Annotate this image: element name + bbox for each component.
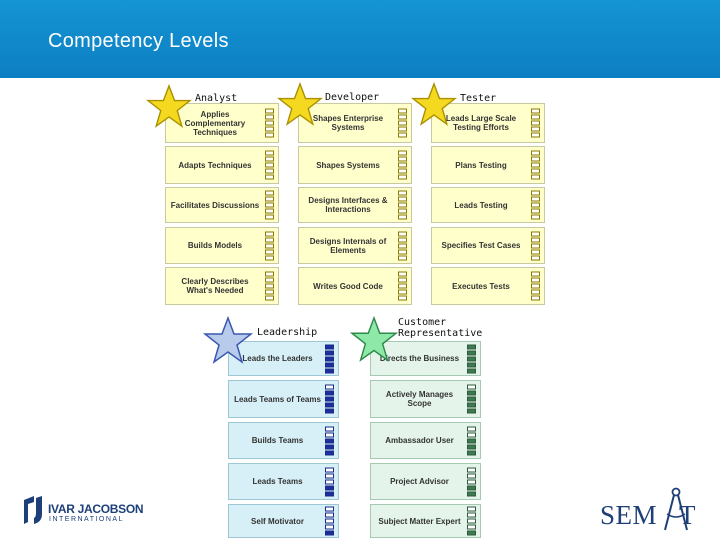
card-label: Builds Teams: [251, 436, 304, 445]
level-scale: [467, 384, 476, 414]
card-customer-rep-level-3: Ambassador User: [370, 422, 481, 459]
card-label: Leads Large Scale Testing Efforts: [445, 114, 517, 132]
card-label: Ambassador User: [385, 436, 454, 445]
star-icon-tester: [411, 82, 457, 126]
card-label: Clearly Describes What's Needed: [181, 277, 249, 295]
card-label: Project Advisor: [390, 477, 449, 486]
level-scale: [325, 467, 334, 496]
card-label: Writes Good Code: [313, 281, 383, 291]
card-label: Facilitates Discussions: [170, 200, 260, 210]
column-header-tester: Tester: [460, 93, 497, 104]
card-analyst-level-2: Builds Models: [165, 227, 279, 264]
card-label: Designs Interfaces & Interactions: [308, 196, 388, 214]
card-leadership-level-4: Leads Teams of Teams: [228, 380, 339, 418]
card-developer-level-2: Designs Internals of Elements: [298, 227, 412, 264]
level-scale: [467, 426, 476, 455]
card-developer-level-3: Designs Interfaces & Interactions: [298, 187, 412, 223]
card-label: Leads Teams of Teams: [234, 394, 321, 404]
level-scale: [265, 150, 274, 180]
column-header-developer: Developer: [325, 92, 380, 103]
card-customer-rep-level-5: Directs the Business: [370, 341, 481, 376]
card-label: Leads the Leaders: [242, 354, 313, 363]
card-tester-level-2: Specifies Test Cases: [431, 227, 545, 264]
card-analyst-level-4: Adapts Techniques: [165, 146, 279, 184]
level-scale: [398, 271, 407, 301]
card-label: Actively Manages Scope: [385, 390, 454, 408]
card-label: Designs Internals of Elements: [309, 236, 387, 255]
level-scale: [398, 231, 407, 260]
card-developer-level-4: Shapes Systems: [298, 146, 412, 184]
level-scale: [531, 150, 540, 180]
slide-header: Competency Levels: [0, 0, 720, 78]
column-header-customer-representative: Customer Representative: [398, 317, 483, 339]
level-scale: [265, 108, 274, 138]
logo-subtitle: INTERNATIONAL: [49, 516, 124, 523]
logo-name: IVAR JACOBSON: [48, 502, 144, 516]
card-tester-level-4: Plans Testing: [431, 146, 545, 184]
level-scale: [325, 344, 334, 373]
slide-title: Competency Levels: [48, 30, 229, 52]
card-developer-level-1: Writes Good Code: [298, 267, 412, 305]
card-label: Executes Tests: [452, 281, 510, 291]
level-scale: [398, 150, 407, 180]
level-scale: [265, 271, 274, 301]
ij-mark-icon: [24, 496, 42, 524]
ivar-jacobson-logo: IVAR JACOBSON INTERNATIONAL: [22, 496, 148, 530]
column-header-analyst: Analyst: [195, 93, 238, 104]
card-leadership-level-5: Leads the Leaders: [228, 341, 339, 376]
card-label: Applies Complementary Techniques: [184, 109, 246, 137]
card-label: Subject Matter Expert: [378, 516, 461, 526]
level-scale: [398, 190, 407, 220]
star-icon-developer: [277, 82, 323, 126]
card-leadership-level-1: Self Motivator: [228, 504, 339, 538]
card-leadership-level-2: Leads Teams: [228, 463, 339, 500]
level-scale: [531, 108, 540, 138]
level-scale: [531, 190, 540, 220]
level-scale: [265, 190, 274, 220]
level-scale: [467, 344, 476, 373]
star-icon-analyst: [146, 84, 192, 128]
level-scale: [531, 271, 540, 301]
card-tester-level-5: Leads Large Scale Testing Efforts: [431, 103, 545, 143]
card-tester-level-1: Executes Tests: [431, 267, 545, 305]
card-customer-rep-level-4: Actively Manages Scope: [370, 380, 481, 418]
level-scale: [531, 231, 540, 260]
card-analyst-level-3: Facilitates Discussions: [165, 187, 279, 223]
level-scale: [467, 467, 476, 496]
column-header-leadership: Leadership: [257, 327, 318, 338]
card-label: Leads Testing: [454, 200, 508, 210]
card-label: Specifies Test Cases: [441, 241, 521, 250]
level-scale: [325, 426, 334, 455]
card-customer-rep-level-2: Project Advisor: [370, 463, 481, 500]
card-developer-level-5: Shapes Enterprise Systems: [298, 103, 412, 143]
card-label: Self Motivator: [251, 516, 304, 526]
card-label: Adapts Techniques: [178, 160, 252, 170]
card-analyst-level-1: Clearly Describes What's Needed: [165, 267, 279, 305]
card-leadership-level-3: Builds Teams: [228, 422, 339, 459]
card-label: Shapes Enterprise Systems: [312, 114, 384, 132]
card-label: Plans Testing: [455, 160, 507, 170]
level-scale: [467, 506, 476, 536]
card-label: Builds Models: [187, 241, 243, 250]
card-analyst-level-5: Applies Complementary Techniques: [165, 103, 279, 143]
star-icon-customer-rep: [350, 316, 398, 362]
star-icon-leadership: [203, 316, 253, 364]
card-label: Directs the Business: [379, 354, 460, 363]
compass-icon: [664, 487, 688, 531]
card-label: Shapes Systems: [316, 160, 380, 170]
level-scale: [265, 231, 274, 260]
card-tester-level-3: Leads Testing: [431, 187, 545, 223]
level-scale: [325, 384, 334, 414]
card-customer-rep-level-1: Subject Matter Expert: [370, 504, 481, 538]
card-label: Leads Teams: [252, 477, 303, 486]
level-scale: [398, 108, 407, 138]
level-scale: [325, 506, 334, 536]
